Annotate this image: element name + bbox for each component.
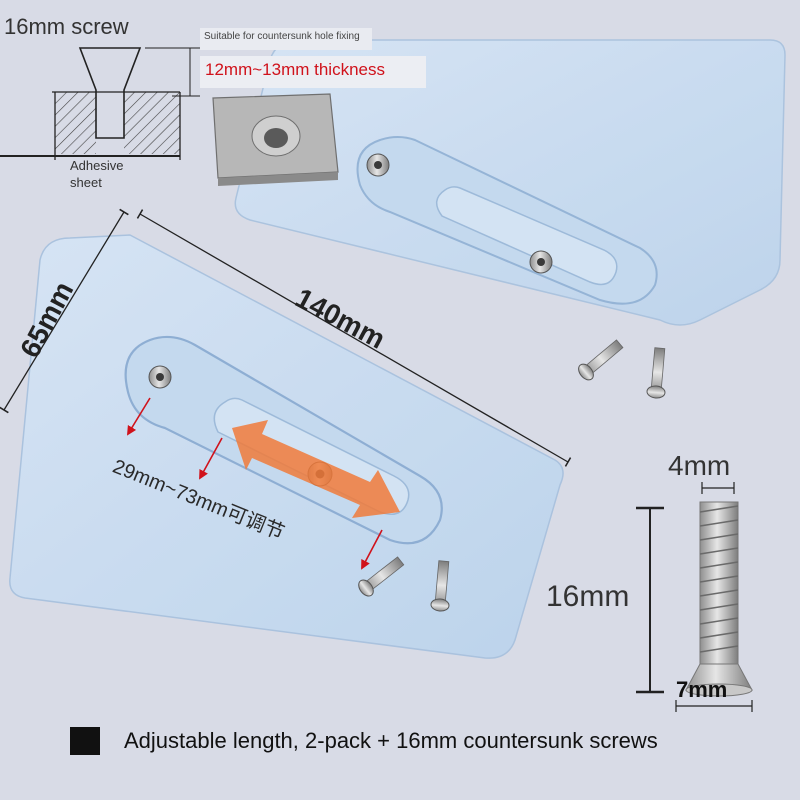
head-width-label: 7mm: [676, 677, 728, 702]
adhesive-label-line1: Adhesive: [70, 158, 124, 173]
thickness-label-bg: [200, 56, 426, 88]
large-screw: [685, 501, 753, 697]
suitable-note: Suitable for countersunk hole fixing: [204, 31, 360, 42]
sample-block: [212, 93, 339, 186]
thread-width-label: 4mm: [668, 450, 731, 481]
screw-length-label: 16mm: [546, 580, 630, 613]
loose-screws: [358, 339, 666, 612]
screw-label: 16mm screw: [4, 14, 129, 39]
thickness-label: 12mm~13mm thickness: [205, 60, 385, 79]
caption-bullet: [70, 727, 100, 755]
countersunk-section-diagram: [0, 47, 200, 160]
suitable-note-bg: [200, 28, 372, 50]
caption-text: Adjustable length, 2-pack + 16mm counter…: [124, 728, 658, 753]
screw-dimension-lines: [636, 482, 753, 712]
adhesive-label-line2: sheet: [70, 175, 102, 190]
plate-dimension-lines: [0, 208, 572, 467]
